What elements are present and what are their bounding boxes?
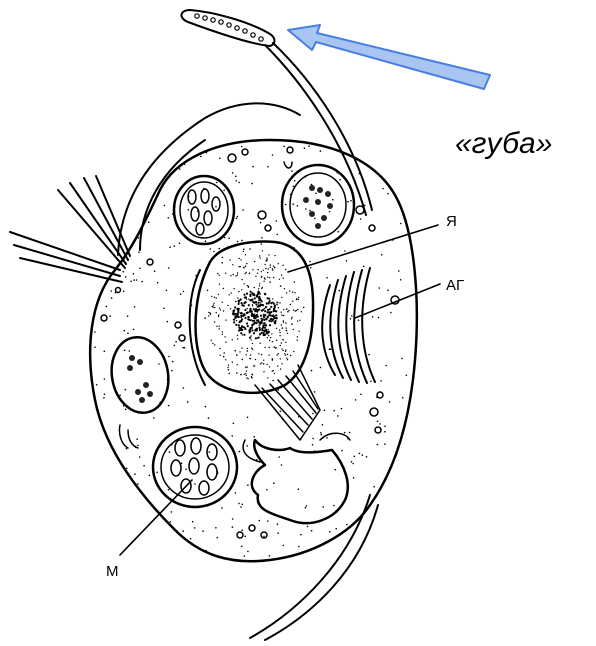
mitochondrion-label: М	[106, 563, 119, 580]
nucleus	[190, 242, 313, 393]
golgi-apparatus	[322, 268, 375, 383]
golgi-label: АГ	[446, 277, 464, 294]
food-vacuole	[243, 433, 350, 523]
striated-root	[255, 365, 320, 440]
trailing-flagellum	[250, 495, 378, 640]
mitochondrion-upper-right	[282, 165, 354, 245]
mitochondrion-left	[106, 333, 174, 418]
nucleus-label: Я	[446, 213, 457, 230]
basal-rootlets	[10, 176, 130, 282]
golgi-pointer	[355, 284, 440, 318]
nucleus-pointer	[288, 225, 438, 272]
mitochondrion-lower	[153, 427, 237, 507]
mitochondrion-pointer	[120, 480, 192, 555]
mitochondrion-upper-left	[174, 176, 234, 244]
lip-annotation: «губа»	[455, 127, 552, 160]
blue-arrow-icon	[288, 25, 490, 89]
flagellum-loop	[118, 103, 300, 255]
cell-body	[90, 140, 417, 561]
